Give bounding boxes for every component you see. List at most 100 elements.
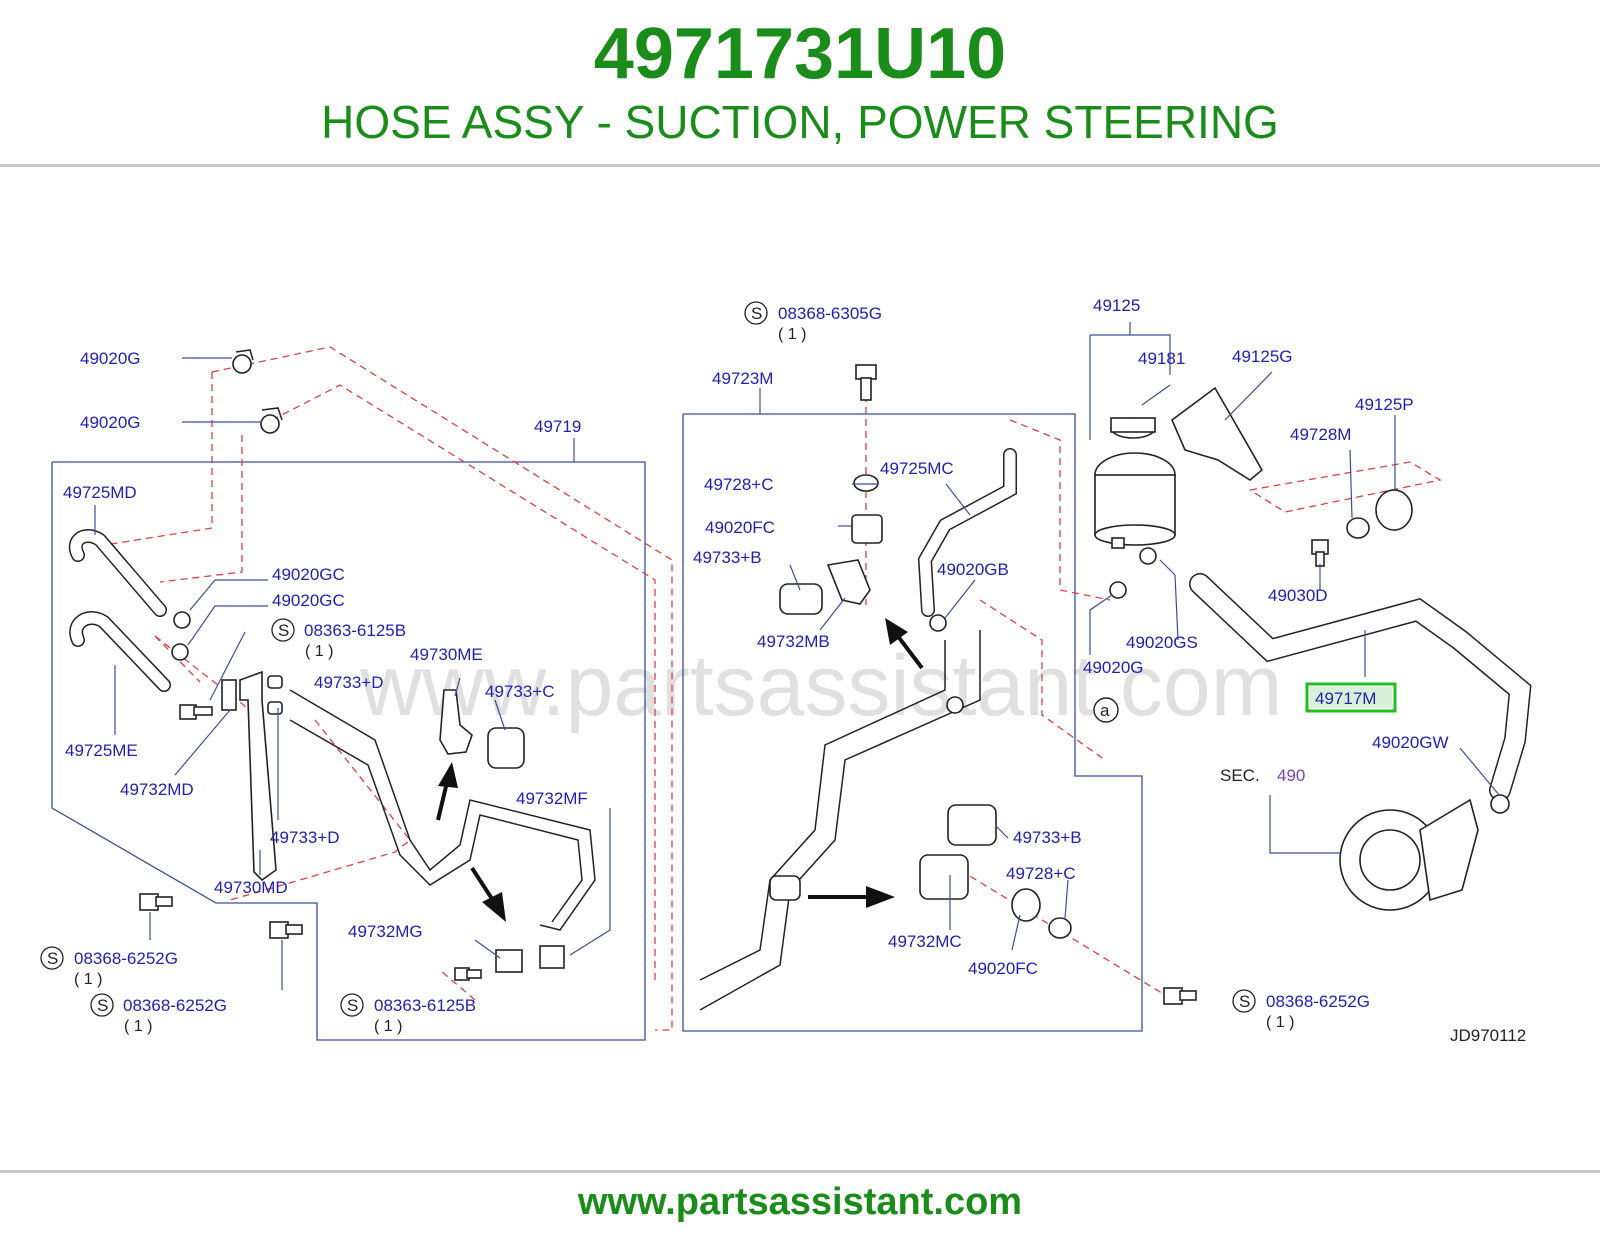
label-49181[interactable]: 49181 <box>1138 349 1185 368</box>
label-49719[interactable]: 49719 <box>534 417 581 436</box>
clip-49020g-top <box>232 349 254 374</box>
label-08363-6125b-a[interactable]: 08363-6125B <box>304 621 406 640</box>
bracket-49125g <box>1171 386 1264 481</box>
arrow-right-center <box>808 886 895 908</box>
label-08368-6252g-a[interactable]: 08368-6252G <box>74 949 178 968</box>
label-49020gc-a[interactable]: 49020GC <box>272 565 345 584</box>
label-49732mb[interactable]: 49732MB <box>757 632 830 651</box>
label-49730me[interactable]: 49730ME <box>410 645 483 664</box>
label-08368-6305g[interactable]: 08368-6305G <box>778 304 882 323</box>
bolt-08368-6305g <box>855 364 877 401</box>
label-49020gc-b[interactable]: 49020GC <box>272 591 345 610</box>
bracket-49732mb <box>779 559 871 615</box>
s-mark-08368-b: S <box>90 993 114 1017</box>
label-49125p[interactable]: 49125P <box>1355 395 1414 414</box>
part-description: HOSE ASSY - SUCTION, POWER STEERING <box>321 96 1279 148</box>
clamp-center <box>769 875 801 901</box>
label-49733d-b[interactable]: 49733+D <box>270 828 339 847</box>
washer-49728m <box>1346 517 1370 539</box>
label-49730md[interactable]: 49730MD <box>214 878 288 897</box>
clip-49732mg <box>495 949 523 973</box>
bolt-08368-6252g-c <box>1163 987 1197 1005</box>
footer-divider <box>0 1170 1600 1173</box>
power-steering-pump <box>1339 798 1479 911</box>
qty-08368-6252g-b: ( 1 ) <box>124 1018 152 1035</box>
label-49020gb[interactable]: 49020GB <box>937 560 1009 579</box>
label-08368-6252g-c[interactable]: 08368-6252G <box>1266 992 1370 1011</box>
bolt-49030d <box>1311 539 1329 567</box>
qty-08363-6125b-a: ( 1 ) <box>305 643 333 660</box>
label-49728c-b[interactable]: 49728+C <box>1006 864 1075 883</box>
s-mark-08368-a: S <box>40 946 64 970</box>
bolt-08368-6252g-a <box>139 893 173 911</box>
label-49728m[interactable]: 49728M <box>1290 425 1351 444</box>
label-08363-6125b-b[interactable]: 08363-6125B <box>374 996 476 1015</box>
label-49725md[interactable]: 49725MD <box>63 483 137 502</box>
label-49717m-highlighted[interactable]: 49717M <box>1315 689 1376 708</box>
label-49020fc-b[interactable]: 49020FC <box>968 959 1038 978</box>
watermark: www.partsassistant.com <box>359 638 1282 734</box>
bolt-08368-6252g-b <box>269 921 303 939</box>
label-49733b-b[interactable]: 49733+B <box>1013 828 1082 847</box>
clip-49732mf <box>539 945 565 969</box>
label-49020gs[interactable]: 49020GS <box>1126 633 1198 652</box>
grommet-49125p <box>1375 489 1413 531</box>
label-49733d-a[interactable]: 49733+D <box>314 673 383 692</box>
bushing-49733d-a <box>267 675 283 689</box>
bushing-49733d-b <box>267 701 283 715</box>
tube-49719 <box>289 689 596 931</box>
clamp-49732md <box>221 679 237 711</box>
clip-49020gb <box>929 614 947 632</box>
s-mark-08363-b: S <box>340 993 364 1017</box>
label-49732md[interactable]: 49732MD <box>120 780 194 799</box>
label-49733c[interactable]: 49733+C <box>485 682 554 701</box>
label-49020g-c[interactable]: 49020G <box>1083 658 1144 677</box>
reservoir-49125 <box>1094 452 1176 549</box>
tube-49723m <box>699 640 946 981</box>
label-49125[interactable]: 49125 <box>1093 296 1140 315</box>
label-49728c-a[interactable]: 49728+C <box>704 475 773 494</box>
part-number-title: 4971731U10 <box>593 14 1007 94</box>
svg-text:S: S <box>751 304 762 323</box>
svg-text:S: S <box>97 996 108 1015</box>
label-49020g-a[interactable]: 49020G <box>80 349 141 368</box>
s-mark-08363-a: S <box>271 618 295 642</box>
label-49725me[interactable]: 49725ME <box>65 741 138 760</box>
qty-08368-6305g: ( 1 ) <box>778 326 806 343</box>
washer-49728c-top <box>853 474 879 492</box>
svg-text:S: S <box>1239 992 1250 1011</box>
qty-08368-6252g-a: ( 1 ) <box>74 971 102 988</box>
label-49020fc-a[interactable]: 49020FC <box>705 518 775 537</box>
grommet-49020fc-top <box>851 514 883 544</box>
bolt-08363-6125b-b <box>454 967 482 981</box>
header-divider <box>0 164 1600 167</box>
label-49732mg[interactable]: 49732MG <box>348 922 423 941</box>
s-mark-08368-c: S <box>1232 989 1256 1013</box>
sec-number-link[interactable]: 490 <box>1277 766 1305 785</box>
footer-url-link[interactable]: www.partsassistant.com <box>577 1181 1023 1223</box>
svg-text:a: a <box>1100 701 1110 720</box>
arrow-down-left-group <box>470 866 506 922</box>
clip-49020g-right <box>1109 581 1127 599</box>
label-49725mc[interactable]: 49725MC <box>880 459 954 478</box>
label-49733b-a[interactable]: 49733+B <box>693 548 762 567</box>
clip-49020gc-a <box>173 611 191 629</box>
label-49723m[interactable]: 49723M <box>712 369 773 388</box>
highlight-box <box>1305 682 1397 713</box>
grommet-49733c <box>487 727 525 769</box>
grommet-49020fc-bottom <box>1011 888 1041 922</box>
qty-08363-6125b-b: ( 1 ) <box>374 1018 402 1035</box>
bracket-49730me <box>439 689 473 755</box>
label-49125g[interactable]: 49125G <box>1232 347 1293 366</box>
label-49020g-b[interactable]: 49020G <box>80 413 141 432</box>
svg-text:S: S <box>347 996 358 1015</box>
header: 4971731U10 HOSE ASSY - SUCTION, POWER ST… <box>0 0 1600 168</box>
bracket-49732mc <box>919 854 969 900</box>
grommet-49733b <box>947 804 997 846</box>
label-49732mf[interactable]: 49732MF <box>516 789 588 808</box>
group-box-49719 <box>51 461 646 1041</box>
label-08368-6252g-b[interactable]: 08368-6252G <box>123 996 227 1015</box>
label-49732mc[interactable]: 49732MC <box>888 932 962 951</box>
label-49030d[interactable]: 49030D <box>1268 586 1328 605</box>
label-49020gw[interactable]: 49020GW <box>1372 733 1449 752</box>
